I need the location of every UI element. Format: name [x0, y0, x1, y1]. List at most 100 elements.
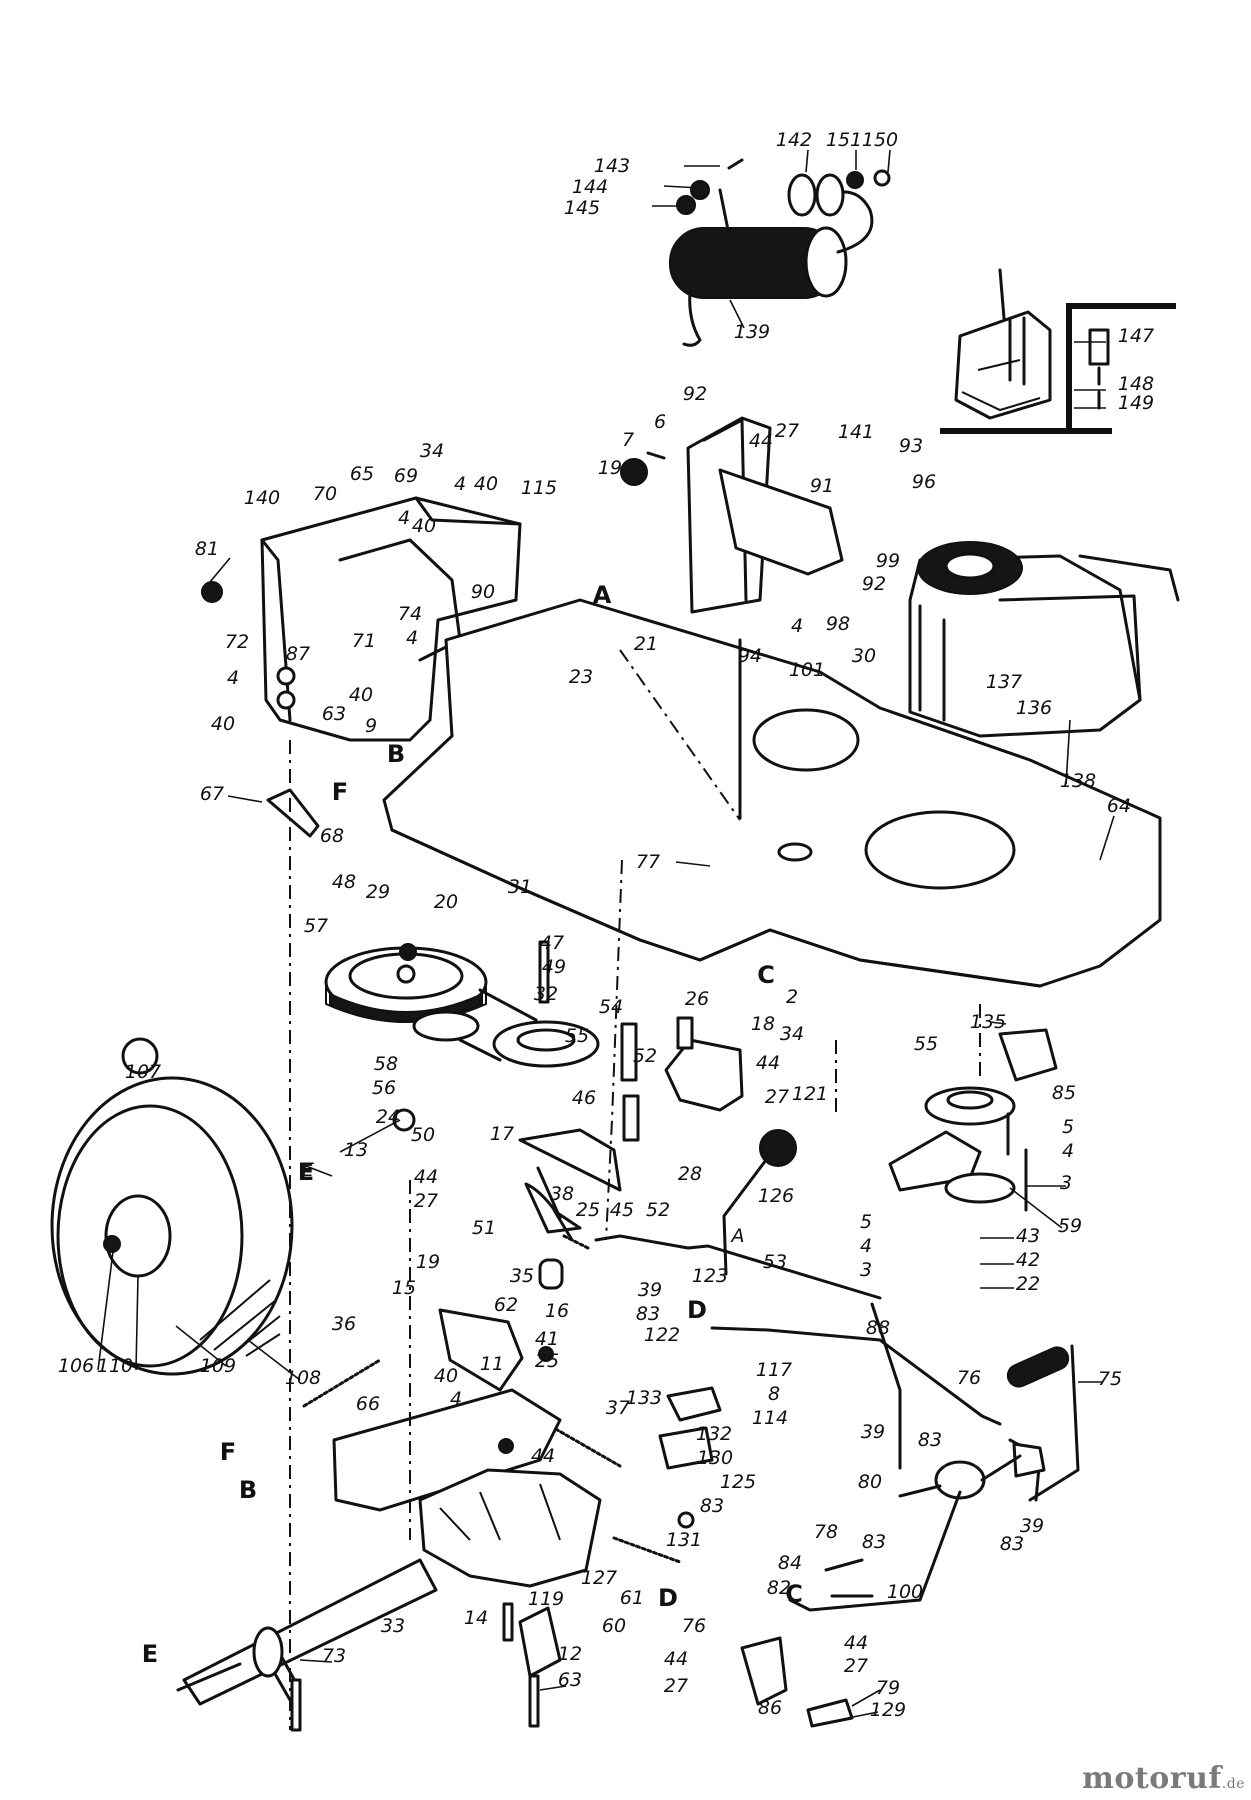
part-number-callout: 88 — [866, 1317, 890, 1339]
part-number-callout: 44 — [414, 1166, 438, 1188]
engine — [908, 541, 1180, 738]
part-number-callout: 66 — [356, 1393, 380, 1415]
part-number-callout: 43 — [1016, 1225, 1040, 1247]
part-number-callout: 2 — [786, 986, 798, 1008]
part-number-callout: 4 — [1062, 1140, 1074, 1162]
part-number-callout: 55 — [565, 1025, 589, 1047]
part-number-callout: 40 — [412, 515, 436, 537]
part-number-callout: 25 — [535, 1350, 559, 1372]
rear-wheel — [50, 1037, 294, 1376]
reference-letter: A — [593, 581, 612, 609]
part-number-callout: 49 — [542, 956, 566, 978]
small-brackets — [658, 1386, 874, 1728]
idler-bracket — [518, 1016, 744, 1242]
part-number-callout: 74 — [398, 603, 422, 625]
part-number-callout: 37 — [606, 1397, 630, 1419]
part-number-callout: 50 — [411, 1124, 435, 1146]
part-number-callout: 19 — [598, 457, 622, 479]
site-watermark: motoruf.de — [1082, 1761, 1245, 1796]
part-number-callout: 72 — [225, 631, 249, 653]
part-number-callout: 5 — [860, 1211, 872, 1233]
part-number-callout: 136 — [1016, 697, 1052, 719]
part-number-callout: 3 — [860, 1259, 872, 1281]
main-frame — [382, 598, 1162, 988]
part-number-callout: 5 — [1062, 1116, 1074, 1138]
part-number-callout: 68 — [320, 825, 344, 847]
part-number-callout: 27 — [664, 1675, 688, 1697]
part-number-callout: 23 — [569, 666, 593, 688]
watermark-suffix: .de — [1221, 1776, 1245, 1792]
part-number-callout: 60 — [602, 1615, 626, 1637]
part-number-callout: 54 — [599, 996, 623, 1018]
part-number-callout: 56 — [372, 1077, 396, 1099]
part-number-callout: 78 — [814, 1521, 838, 1543]
part-number-callout: 47 — [540, 932, 564, 954]
part-number-callout: 36 — [332, 1313, 356, 1335]
part-number-callout: 24 — [376, 1106, 400, 1128]
part-number-callout: 87 — [286, 643, 310, 665]
part-number-callout: 58 — [374, 1053, 398, 1075]
part-number-callout: 73 — [322, 1645, 346, 1667]
bracket-67 — [266, 788, 320, 838]
part-number-callout: 126 — [758, 1185, 794, 1207]
part-number-callout: 55 — [914, 1033, 938, 1055]
part-number-callout: 39 — [1020, 1515, 1044, 1537]
part-number-callout: 26 — [685, 988, 709, 1010]
part-number-callout: 53 — [763, 1251, 787, 1273]
shift-linkage — [332, 1258, 564, 1512]
part-number-callout: 108 — [285, 1367, 321, 1389]
part-number-callout: 83 — [700, 1495, 724, 1517]
part-number-callout: 121 — [792, 1083, 828, 1105]
part-number-callout: 94 — [738, 645, 762, 667]
part-number-callout: 6 — [654, 411, 666, 433]
reference-letter: F — [332, 778, 348, 806]
part-number-callout: 4 — [450, 1388, 462, 1410]
part-number-callout: 117 — [756, 1359, 792, 1381]
part-number-callout: 132 — [696, 1423, 732, 1445]
part-number-callout: 143 — [594, 155, 630, 177]
reference-letter: C — [757, 961, 775, 989]
part-number-callout: 27 — [414, 1190, 438, 1212]
part-number-callout: 90 — [471, 581, 495, 603]
part-number-callout: 17 — [490, 1123, 514, 1145]
part-number-callout: 63 — [322, 703, 346, 725]
steering-column-housing — [620, 416, 844, 614]
part-number-callout: 141 — [838, 421, 874, 443]
part-number-callout: 44 — [756, 1052, 780, 1074]
part-number-callout: 4 — [791, 615, 803, 637]
reference-letter: D — [658, 1584, 678, 1612]
lever-knob — [722, 1129, 797, 1276]
part-number-callout: 40 — [434, 1365, 458, 1387]
leader-lines — [97, 149, 1115, 1719]
part-number-callout: 92 — [683, 383, 707, 405]
part-number-callout: 75 — [1098, 1368, 1122, 1390]
part-number-callout: 13 — [344, 1139, 368, 1161]
part-number-callout: 4 — [454, 473, 466, 495]
part-number-callout: 69 — [394, 465, 418, 487]
part-number-callout: 16 — [545, 1300, 569, 1322]
part-number-callout: 67 — [200, 783, 224, 805]
part-number-callout: 20 — [434, 891, 458, 913]
part-number-callout: 63 — [558, 1669, 582, 1691]
part-number-callout: 30 — [852, 645, 876, 667]
part-number-callout: 115 — [521, 477, 557, 499]
part-number-callout: 77 — [636, 851, 660, 873]
part-number-callout: 123 — [692, 1265, 728, 1287]
part-number-callout: 84 — [778, 1552, 802, 1574]
part-number-callout: 114 — [752, 1407, 788, 1429]
part-number-callout: 18 — [751, 1013, 775, 1035]
part-number-callout: 32 — [534, 983, 558, 1005]
part-number-callout: 31 — [508, 876, 532, 898]
part-number-callout: 125 — [720, 1471, 756, 1493]
part-number-callout: 35 — [510, 1265, 534, 1287]
part-number-callout: 19 — [416, 1251, 440, 1273]
part-number-callout: 86 — [758, 1697, 782, 1719]
part-number-callout: 148 — [1118, 373, 1154, 395]
part-number-callout: 42 — [1016, 1249, 1040, 1271]
blade-clutch-assembly — [888, 1028, 1058, 1212]
part-number-callout: 45 — [610, 1199, 634, 1221]
part-number-callout: 106 — [58, 1355, 94, 1377]
